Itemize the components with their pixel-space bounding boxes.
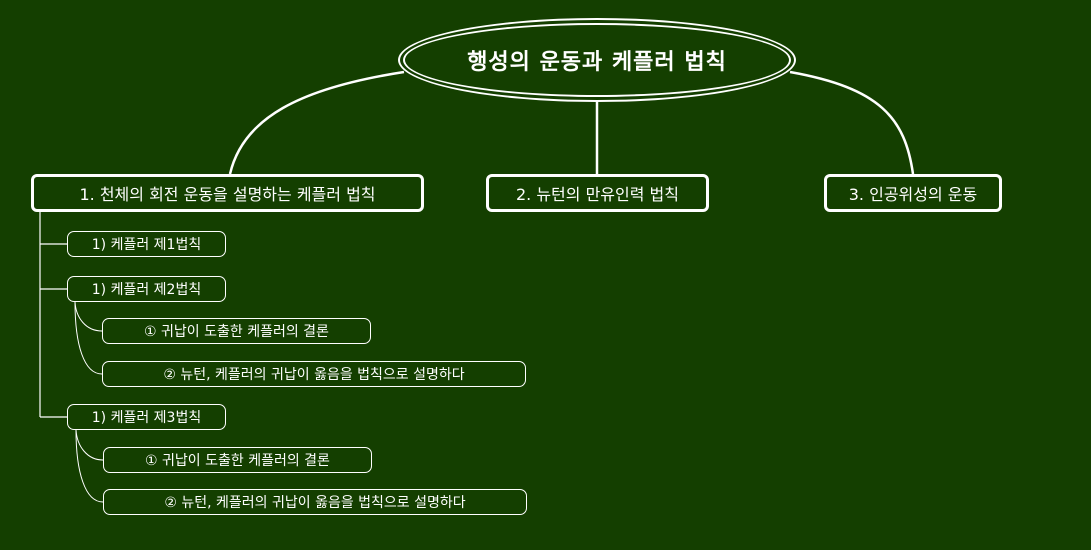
root-inner-ellipse xyxy=(403,23,791,97)
branch-node-2[interactable]: 2. 뉴턴의 만유인력 법칙 xyxy=(486,174,709,212)
branch-label: 2. 뉴턴의 만유인력 법칙 xyxy=(515,185,679,204)
branch-label: 3. 인공위성의 운동 xyxy=(848,185,978,204)
branch-label: 1. 천체의 회전 운동을 설명하는 케플러 법칙 xyxy=(79,185,376,204)
sub-node-1[interactable]: 1) 케플러 제1법칙 xyxy=(67,231,226,257)
sub-label: 1) 케플러 제2법칙 xyxy=(91,282,202,298)
connector-leaf-4 xyxy=(75,429,104,503)
leaf-label: ② 뉴턴, 케플러의 귀납이 옳음을 법칙으로 설명하다 xyxy=(164,495,466,511)
branch-node-1[interactable]: 1. 천체의 회전 운동을 설명하는 케플러 법칙 xyxy=(31,174,424,212)
connector-leaf-2 xyxy=(74,301,103,375)
leaf-node-2[interactable]: ② 뉴턴, 케플러의 귀납이 옳음을 법칙으로 설명하다 xyxy=(102,361,526,387)
root-outer-ellipse xyxy=(398,18,796,102)
leaf-node-1[interactable]: ① 귀납이 도출한 케플러의 결론 xyxy=(102,318,371,344)
sub-node-2[interactable]: 1) 케플러 제2법칙 xyxy=(67,276,226,302)
connector-leaf-1 xyxy=(74,301,103,332)
connector-root-branch-3 xyxy=(789,70,915,175)
branch-node-3[interactable]: 3. 인공위성의 운동 xyxy=(824,174,1002,212)
root-node[interactable]: 행성의 운동과 케플러 법칙 xyxy=(398,18,796,102)
leaf-label: ① 귀납이 도출한 케플러의 결론 xyxy=(145,453,330,469)
root-title: 행성의 운동과 케플러 법칙 xyxy=(467,50,727,75)
sub-node-3[interactable]: 1) 케플러 제3법칙 xyxy=(67,404,226,430)
leaf-label: ① 귀납이 도출한 케플러의 결론 xyxy=(144,324,329,340)
connector-root-branch-1 xyxy=(228,70,405,175)
leaf-label: ② 뉴턴, 케플러의 귀납이 옳음을 법칙으로 설명하다 xyxy=(163,367,465,383)
leaf-node-4[interactable]: ② 뉴턴, 케플러의 귀납이 옳음을 법칙으로 설명하다 xyxy=(103,489,527,515)
leaf-node-3[interactable]: ① 귀납이 도출한 케플러의 결론 xyxy=(103,447,372,473)
connector-leaf-3 xyxy=(75,429,104,461)
sub-label: 1) 케플러 제1법칙 xyxy=(91,237,202,253)
sub-label: 1) 케플러 제3법칙 xyxy=(91,410,202,426)
